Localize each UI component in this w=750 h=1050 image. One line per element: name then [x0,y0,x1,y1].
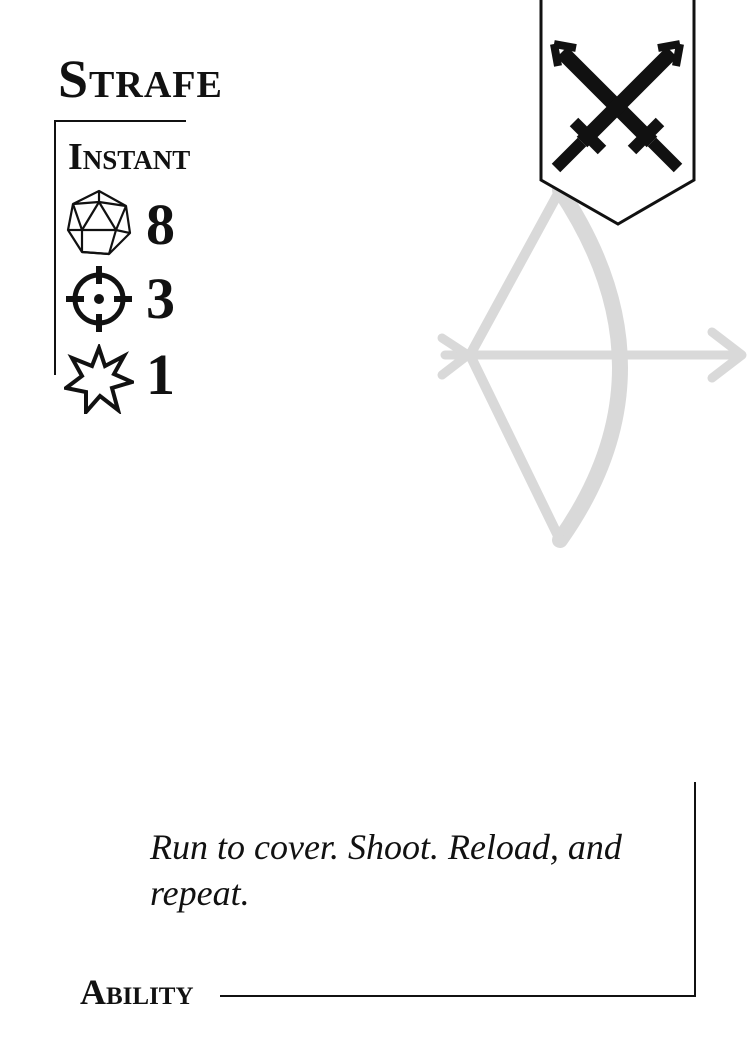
card-banner [539,0,696,226]
flavor-text: Run to cover. Shoot. Reload, and repeat. [150,827,622,913]
card-category-label: Ability [80,974,202,1010]
stats-bracket [54,120,186,375]
d20-icon [66,189,132,256]
card-title: Strafe [58,49,223,109]
crossed-swords-icon [550,40,684,173]
bow-and-arrow-icon [437,182,747,548]
stat-value-burst: 1 [146,342,175,407]
text-box-bracket [220,782,696,997]
card-type: Instant [68,136,191,178]
crosshair-icon [66,266,132,332]
burst-icon [64,344,134,414]
stat-value-target: 3 [146,266,175,331]
stat-value-dice: 8 [146,192,175,257]
